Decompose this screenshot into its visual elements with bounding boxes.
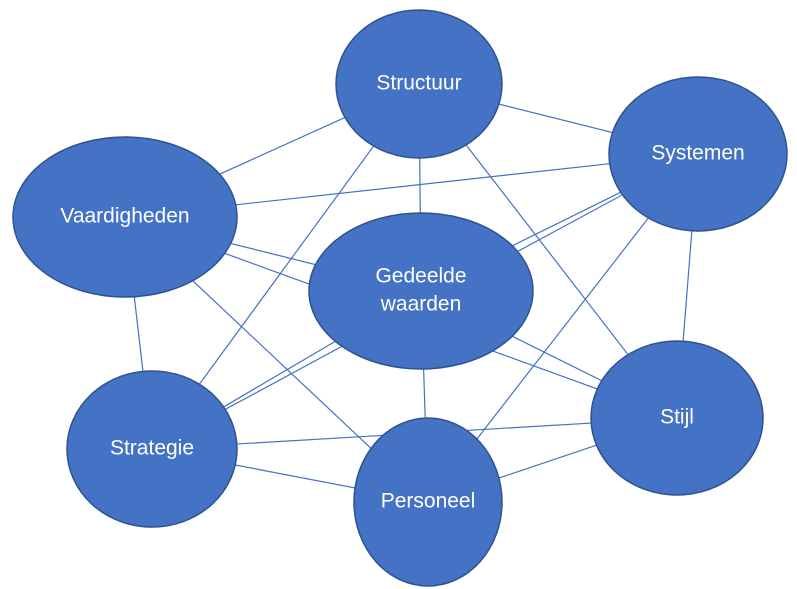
node-strategie: Strategie	[66, 370, 238, 528]
node-label-structuur: Structuur	[376, 72, 461, 95]
node-label-systemen: Systemen	[651, 142, 744, 165]
node-ellipse-systemen	[608, 76, 788, 232]
node-label-gedeelde-waarden-line-1: Gedeelde	[375, 265, 466, 288]
node-label-strategie: Strategie	[110, 437, 194, 460]
node-ellipse-structuur	[335, 9, 503, 159]
node-label-stijl: Stijl	[660, 406, 694, 429]
node-stijl: Stijl	[590, 340, 764, 496]
node-ellipse-strategie	[66, 370, 238, 528]
node-label-personeel: Personeel	[381, 490, 476, 513]
node-ellipse-personeel	[353, 417, 503, 587]
node-structuur: Structuur	[335, 9, 503, 159]
node-ellipse-vaardigheden	[12, 136, 238, 298]
node-gedeelde-waarden: Gedeelde waarden	[308, 212, 534, 370]
node-label-gedeelde-waarden-line-2: waarden	[380, 293, 462, 316]
node-ellipse-gedeelde-waarden	[308, 212, 534, 370]
node-label-vaardigheden: Vaardigheden	[60, 205, 189, 228]
node-personeel: Personeel	[353, 417, 503, 587]
node-ellipse-stijl	[590, 340, 764, 496]
node-systemen: Systemen	[608, 76, 788, 232]
node-vaardigheden: Vaardigheden	[12, 136, 238, 298]
